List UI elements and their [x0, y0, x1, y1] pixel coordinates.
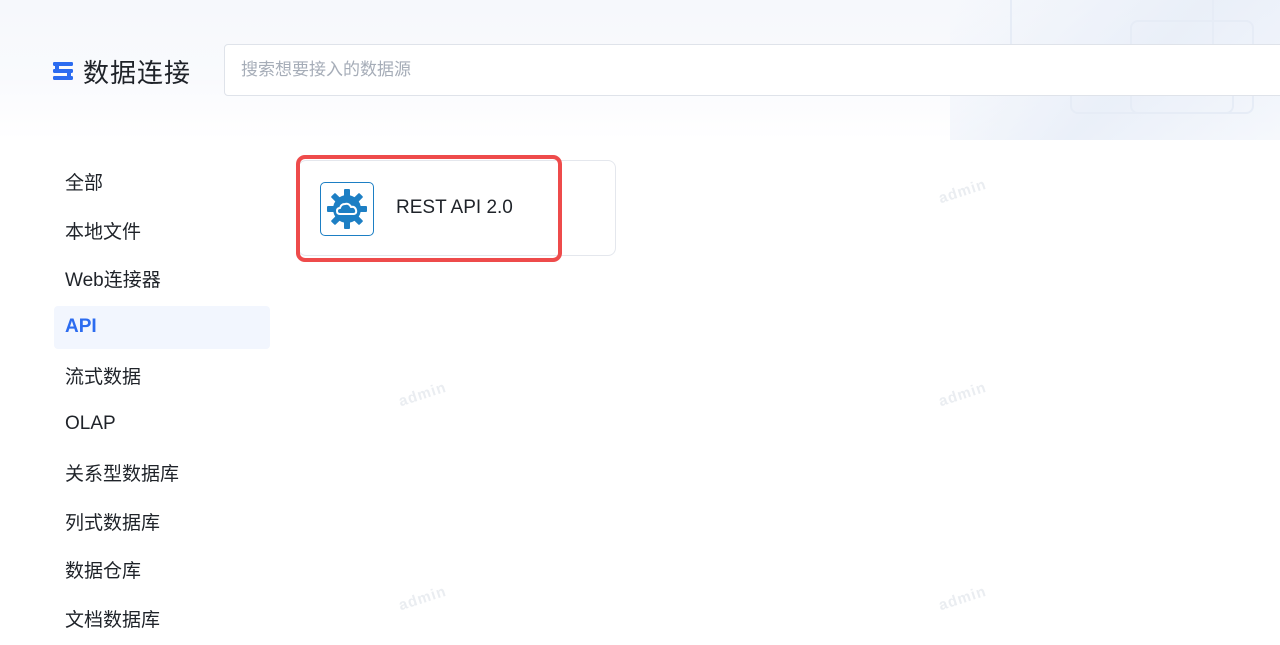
data-connection-logo-icon	[52, 60, 74, 82]
category-sidebar: 全部 本地文件 Web连接器 API 流式数据 OLAP 关系型数据库 列式数据…	[54, 160, 270, 645]
sidebar-item-label: 数据仓库	[65, 561, 142, 582]
sidebar-item-label: 流式数据	[65, 367, 142, 388]
search-input[interactable]	[225, 45, 1257, 95]
sidebar-item-local-files[interactable]: 本地文件	[54, 209, 270, 252]
sidebar-item-label: 本地文件	[65, 221, 142, 243]
sidebar-item-olap[interactable]: OLAP	[54, 403, 270, 446]
connector-card-rest-api[interactable]: REST API 2.0	[298, 160, 616, 256]
watermark: admin	[936, 582, 989, 615]
sidebar-item-label: OLAP	[65, 413, 116, 434]
sidebar-item-label: API	[65, 316, 97, 337]
sidebar-item-web-connector[interactable]: Web连接器	[54, 257, 270, 300]
watermark: admin	[936, 175, 989, 208]
sidebar-item-label: 列式数据库	[65, 512, 161, 534]
page-header: 数据连接	[52, 44, 191, 98]
sidebar-item-columnar-db[interactable]: 列式数据库	[54, 500, 270, 543]
sidebar-item-all[interactable]: 全部	[54, 160, 270, 203]
sidebar-item-label: 文档数据库	[65, 609, 161, 631]
cloud-gear-icon	[320, 182, 374, 236]
sidebar-item-streaming-data[interactable]: 流式数据	[54, 354, 270, 397]
sidebar-item-label: 关系型数据库	[65, 464, 180, 485]
watermark: admin	[396, 582, 449, 615]
sidebar-item-label: Web连接器	[65, 270, 161, 291]
sidebar-item-relational-db[interactable]: 关系型数据库	[54, 451, 270, 494]
sidebar-item-api[interactable]: API	[54, 305, 270, 349]
page-title: 数据连接	[83, 57, 192, 88]
watermark: admin	[936, 378, 989, 411]
sidebar-item-document-db[interactable]: 文档数据库	[54, 597, 270, 640]
sidebar-item-label: 全部	[65, 173, 104, 194]
connector-label: REST API 2.0	[396, 197, 513, 218]
watermark: admin	[396, 378, 449, 411]
search-box[interactable]	[224, 44, 1280, 96]
sidebar-item-data-warehouse[interactable]: 数据仓库	[54, 548, 270, 591]
